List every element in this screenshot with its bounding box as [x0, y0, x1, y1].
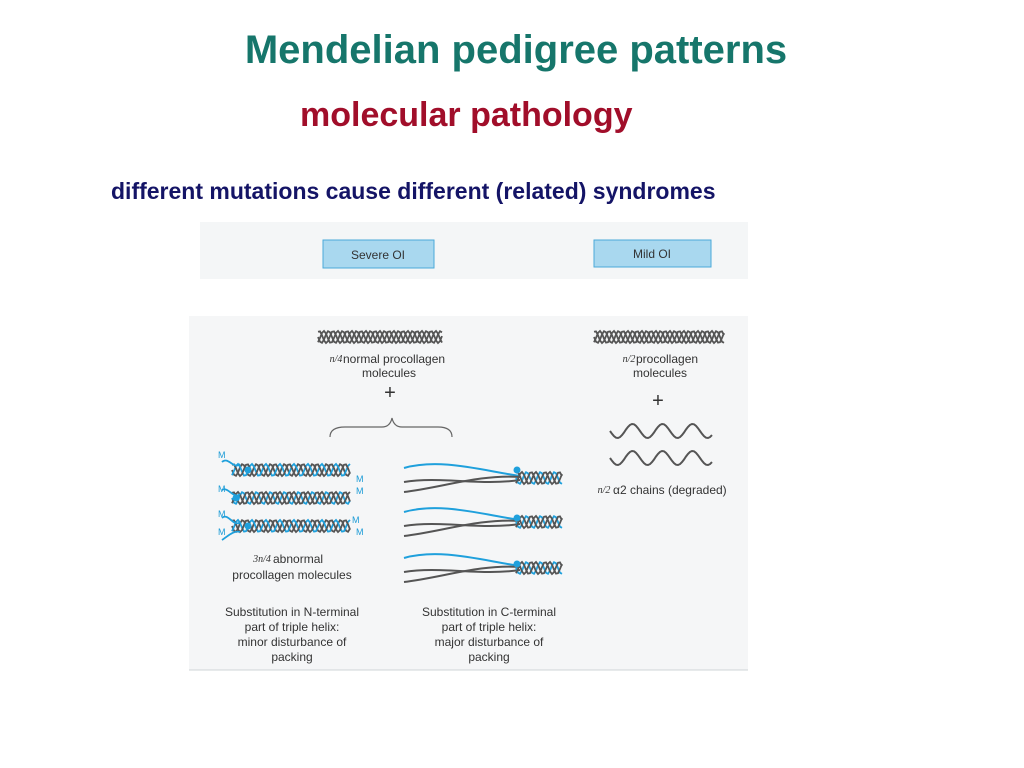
c-terminal-caption: Substitution in C-terminal part of tripl… — [422, 605, 556, 664]
c-terminal-molecule-2-helix-strand-0 — [515, 515, 563, 529]
abnormal-label-line1: abnormal — [273, 552, 323, 566]
mutation-marker-label: M — [218, 527, 226, 537]
mild-oi-box — [593, 239, 712, 268]
n-tail-4 — [221, 530, 241, 541]
severe-oi-box — [322, 239, 435, 269]
n-tail-3 — [221, 515, 241, 525]
c-terminal-molecule-1-loose-blue — [403, 463, 521, 477]
mutation-dot — [513, 466, 521, 474]
svg-text:Substitution in N-terminal: Substitution in N-terminal — [225, 605, 359, 619]
n-terminal-helix-2-strand-2 — [231, 491, 351, 506]
n-terminal-helix-3-strand-2 — [231, 519, 351, 534]
mild-procollagen-helix-strand-0 — [593, 330, 725, 344]
abnormal-label-line2: procollagen molecules — [232, 568, 351, 582]
mutation-marker-label: M — [352, 515, 360, 525]
mutation-dot — [244, 522, 252, 530]
n-terminal-helix-1-strand-1 — [231, 462, 351, 477]
mutation-marker-label: M — [218, 484, 226, 494]
abnormal-fraction: 3n/4 — [252, 554, 271, 565]
mild-procollagen-line2: molecules — [633, 366, 687, 380]
c-terminal-molecule-1-loose-grey-2 — [403, 475, 521, 493]
mutation-marker-label: M — [356, 474, 364, 484]
c-terminal-molecule-3-loose-grey-2 — [403, 565, 521, 583]
mutation-dot — [232, 494, 240, 502]
normal-label-line1: normal procollagen — [343, 352, 445, 366]
mutation-dot — [513, 514, 521, 522]
right-plus-sign: + — [652, 390, 664, 412]
n-terminal-helix-3-strand-1 — [231, 518, 351, 533]
helix-group — [221, 329, 725, 583]
severe-oi-label: Severe OI — [351, 248, 405, 262]
c-terminal-molecule-3-helix-strand-0 — [515, 561, 563, 575]
n-tail-1 — [221, 459, 241, 467]
c-terminal-molecule-3-loose-blue — [403, 553, 521, 567]
mutation-marker-label: M — [356, 527, 364, 537]
mutation-marker-label: M — [218, 450, 226, 460]
n-terminal-helix-2-strand-1 — [231, 490, 351, 505]
c-terminal-molecule-2-helix-strand-2 — [515, 515, 563, 530]
n-terminal-caption: Substitution in N-terminal part of tripl… — [225, 605, 359, 664]
mutation-dot — [513, 560, 521, 568]
alpha2-chain-1 — [609, 422, 713, 440]
n-tail-2 — [221, 488, 241, 497]
mild-procollagen-fraction: n/2 — [623, 354, 636, 365]
chains-label: α2 chains (degraded) — [613, 483, 727, 497]
mild-oi-label: Mild OI — [633, 247, 671, 261]
c-terminal-molecule-1-helix-strand-0 — [515, 471, 563, 485]
c-terminal-molecule-2-loose-blue — [403, 507, 521, 521]
slide-lead-text: different mutations cause different (rel… — [111, 178, 716, 204]
mild-procollagen-helix-strand-2 — [593, 330, 725, 345]
svg-text:minor disturbance of: minor disturbance of — [238, 635, 347, 649]
n-terminal-helix-1-strand-2 — [231, 463, 351, 478]
figure-main-panel — [189, 316, 748, 670]
alpha2-chain-2 — [609, 449, 713, 467]
slide-subtitle: molecular pathology — [300, 96, 633, 134]
left-plus-sign: + — [384, 382, 396, 404]
svg-text:major disturbance of: major disturbance of — [435, 635, 544, 649]
mutation-marker-label: M — [218, 509, 226, 519]
svg-text:packing: packing — [468, 650, 509, 664]
slide-title: Mendelian pedigree patterns — [244, 28, 788, 72]
svg-text:packing: packing — [271, 650, 312, 664]
normal-helix-strand-2 — [317, 330, 443, 345]
c-terminal-molecule-3-helix-strand-2 — [515, 561, 563, 576]
mild-procollagen-line1: procollagen — [636, 352, 698, 366]
mutation-marker-label: M — [356, 486, 364, 496]
normal-fraction: n/4 — [330, 354, 343, 365]
chains-fraction: n/2 — [598, 485, 611, 496]
c-terminal-molecule-1-helix-strand-2 — [515, 471, 563, 486]
svg-text:Substitution in C-terminal: Substitution in C-terminal — [422, 605, 556, 619]
normal-label-line2: molecules — [362, 366, 416, 380]
c-terminal-molecule-2-loose-grey-2 — [403, 519, 521, 537]
svg-text:part of triple helix:: part of triple helix: — [245, 620, 340, 634]
svg-text:part of triple helix:: part of triple helix: — [442, 620, 537, 634]
left-brace — [329, 417, 453, 438]
normal-helix-strand-1 — [317, 329, 443, 344]
mutation-dot — [244, 466, 252, 474]
